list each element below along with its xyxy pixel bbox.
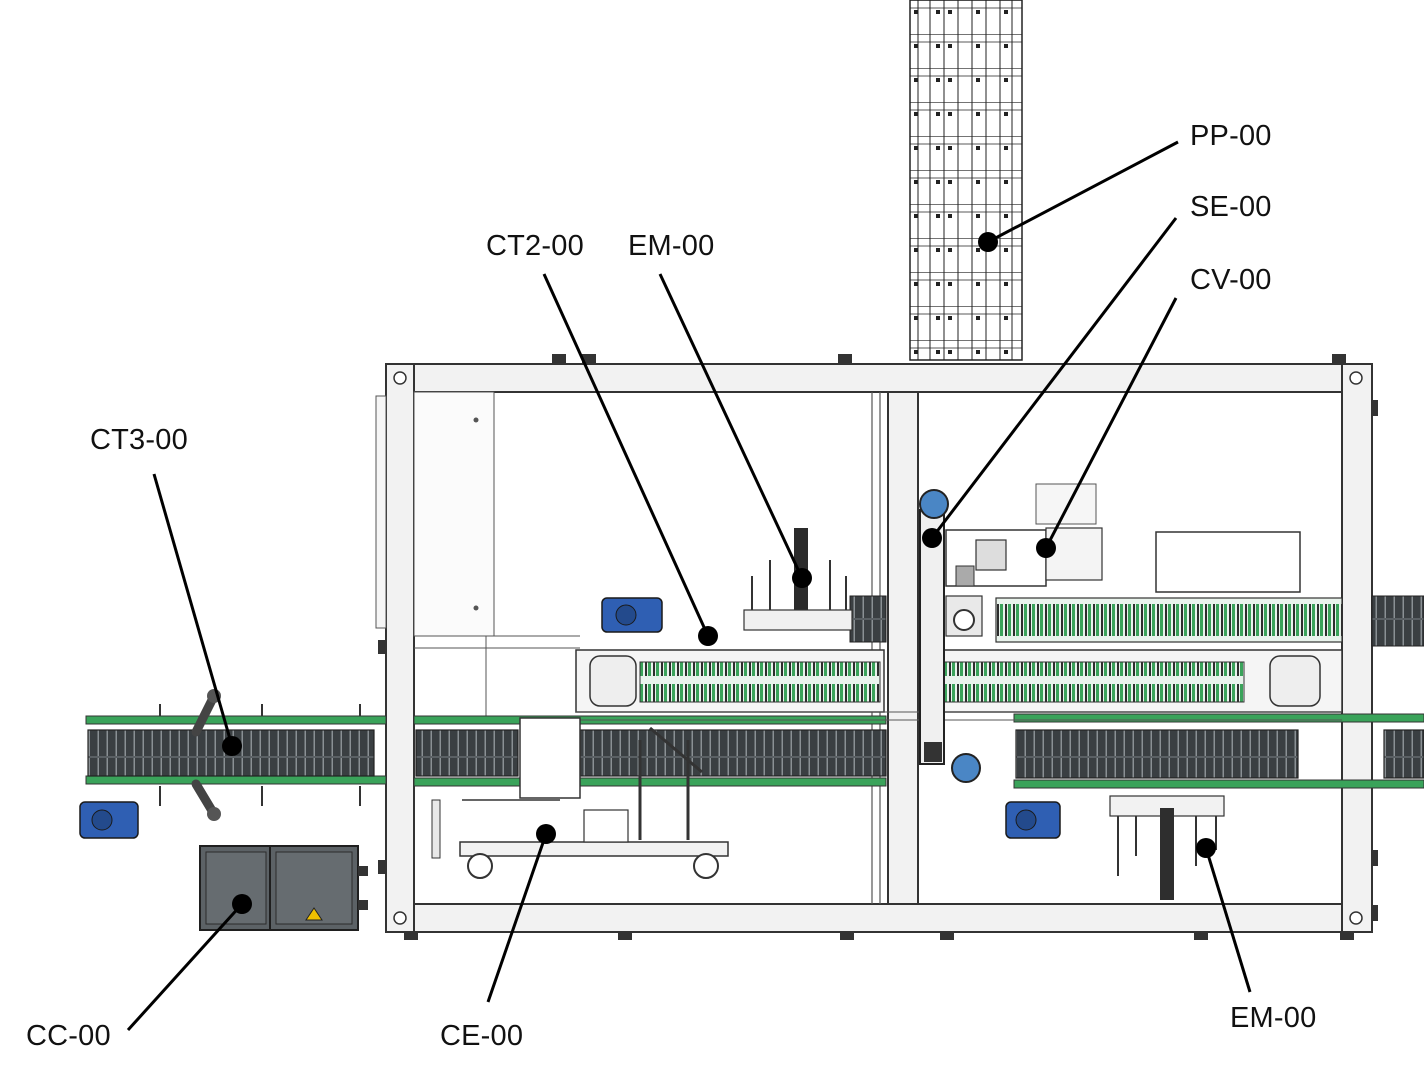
right-chain (849, 531, 1424, 647)
ce-mechanism (431, 717, 729, 879)
elevator-column (919, 483, 1103, 783)
callout-dots (222, 232, 1216, 914)
upper-conveyor (575, 649, 1343, 721)
label-cv-00: CV-00 (1190, 264, 1272, 296)
control-cabinet (199, 845, 368, 931)
label-ce-00: CE-00 (440, 1020, 524, 1052)
label-em-00-bottom: EM-00 (1230, 1002, 1317, 1034)
label-ct2-00: CT2-00 (486, 230, 584, 262)
label-ct3-00: CT3-00 (90, 424, 188, 456)
label-se-00: SE-00 (1190, 191, 1272, 223)
motor-ct3 (79, 801, 139, 839)
motor-ct2 (601, 597, 663, 633)
callout-leaders (126, 140, 1252, 1032)
motor-right (1005, 801, 1061, 839)
label-cc-00: CC-00 (26, 1020, 111, 1052)
motors (79, 597, 1061, 839)
label-em-00-top: EM-00 (628, 230, 715, 262)
label-pp-00: PP-00 (1190, 120, 1272, 152)
em-bottom-mechanism (1109, 795, 1225, 900)
